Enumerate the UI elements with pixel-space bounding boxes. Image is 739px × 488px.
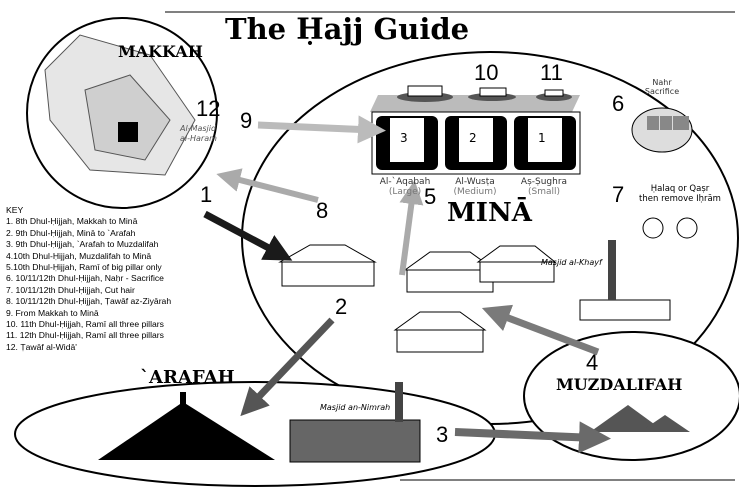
pillar-label: Al-`Aqabah(Large) bbox=[374, 177, 436, 197]
arrow-3 bbox=[454, 421, 611, 454]
label-makkah: MAKKAH bbox=[118, 42, 203, 61]
arrow-1 bbox=[203, 210, 293, 261]
step-10: 10 bbox=[474, 60, 499, 85]
muzdalifah-boundary bbox=[523, 331, 739, 461]
step-12: 12 bbox=[196, 96, 221, 121]
pillar-size: (Medium) bbox=[453, 187, 497, 197]
key-item: 4.10th Dhul-Ḥijjah, Muzdalifah to Minā bbox=[6, 250, 152, 261]
arrow-4 bbox=[481, 304, 600, 356]
step-5: 5 bbox=[424, 184, 437, 209]
step-11: 11 bbox=[540, 60, 563, 85]
pillar-size: (Large) bbox=[388, 187, 422, 197]
sacrifice-line1: Nahr bbox=[652, 78, 672, 87]
step-2: 2 bbox=[335, 294, 348, 319]
step-7: 7 bbox=[612, 182, 625, 207]
pillar-label: Aṣ-Ṣughra(Small) bbox=[513, 177, 575, 197]
label-arafah: `ARAFAH bbox=[140, 367, 235, 388]
key-item: 9. From Makkah to Minā bbox=[6, 307, 99, 318]
key-item: 7. 10/11/12th Dhul-Ḥijjah, Cut hair bbox=[6, 284, 135, 295]
mount-arafah-icon bbox=[98, 402, 275, 460]
key-item: 3. 9th Dhul-Ḥijjah, `Arafah to Muzdalifa… bbox=[6, 239, 159, 250]
step-1: 1 bbox=[200, 182, 213, 207]
pillar-name: Al-Wusṭa bbox=[455, 177, 495, 187]
label-masjid-nimrah: Masjid an-Nimrah bbox=[320, 403, 391, 412]
page-title: The Ḥajj Guide bbox=[225, 12, 470, 46]
pillar-number: 2 bbox=[469, 131, 477, 145]
pillar-number: 1 bbox=[538, 131, 546, 145]
key-item: 5.10th Dhul-Ḥijjah, Ramī of big pillar o… bbox=[6, 262, 162, 273]
pillar-name: Aṣ-Ṣughra bbox=[520, 177, 568, 187]
label-mina: MINĀ bbox=[447, 198, 532, 228]
arrow-5 bbox=[399, 180, 424, 276]
step-8: 8 bbox=[316, 198, 329, 223]
key-item: 1. 8th Dhul-Ḥijjah, Makkah to Minā bbox=[6, 216, 138, 227]
arrow-9 bbox=[257, 115, 386, 144]
step-3: 3 bbox=[436, 422, 449, 447]
key-item: 12. Ṭawāf al-Widā' bbox=[6, 341, 77, 352]
step-6: 6 bbox=[612, 91, 625, 116]
arrow-8 bbox=[216, 168, 319, 203]
head-icon bbox=[642, 217, 664, 239]
pillar-label: Al-Wusṭa(Medium) bbox=[444, 177, 506, 197]
pillar-number: 3 bbox=[400, 131, 408, 145]
key-item: 8. 10/11/12th Dhul-Ḥijjah, Ṭawāf az-Ziyā… bbox=[6, 296, 172, 307]
label-masjid-khayf: Masjid al-Khayf bbox=[541, 258, 602, 267]
step-9: 9 bbox=[240, 108, 253, 133]
key-item: 6. 10/11/12th Dhul-Ḥijjah, Naḥr - Sacrif… bbox=[6, 273, 164, 284]
head-icon bbox=[676, 217, 698, 239]
key-item: 10. 11th Dhul-Ḥijjah, Ramī all three pil… bbox=[6, 319, 164, 330]
masjid-nimrah-icon bbox=[289, 419, 421, 463]
masjid-khayf-icon bbox=[579, 299, 671, 321]
pillar-size: (Small) bbox=[527, 187, 561, 197]
pillar-name: Al-`Aqabah bbox=[379, 177, 431, 187]
sacrifice-line2: Sacrifice bbox=[644, 87, 680, 96]
kaaba-icon bbox=[118, 122, 138, 142]
tents bbox=[278, 244, 557, 353]
step-4: 4 bbox=[586, 350, 599, 375]
arrow-2 bbox=[240, 317, 335, 417]
key-heading: KEY bbox=[6, 205, 24, 215]
label-muzdalifah: MUZDALIFAH bbox=[556, 375, 683, 394]
key-item: 11. 12th Dhul-Ḥijjah, Ramī all three pil… bbox=[6, 330, 164, 341]
key-item: 2. 9th Dhul-Ḥijjah, Minā to `Arafah bbox=[6, 227, 136, 238]
label-haram: Al-Masjid al-Haram bbox=[180, 124, 217, 143]
haircut-line2: then remove Iḥrām bbox=[639, 194, 721, 204]
haircut-line1: Ḥalaq or Qaṣr bbox=[650, 184, 710, 194]
